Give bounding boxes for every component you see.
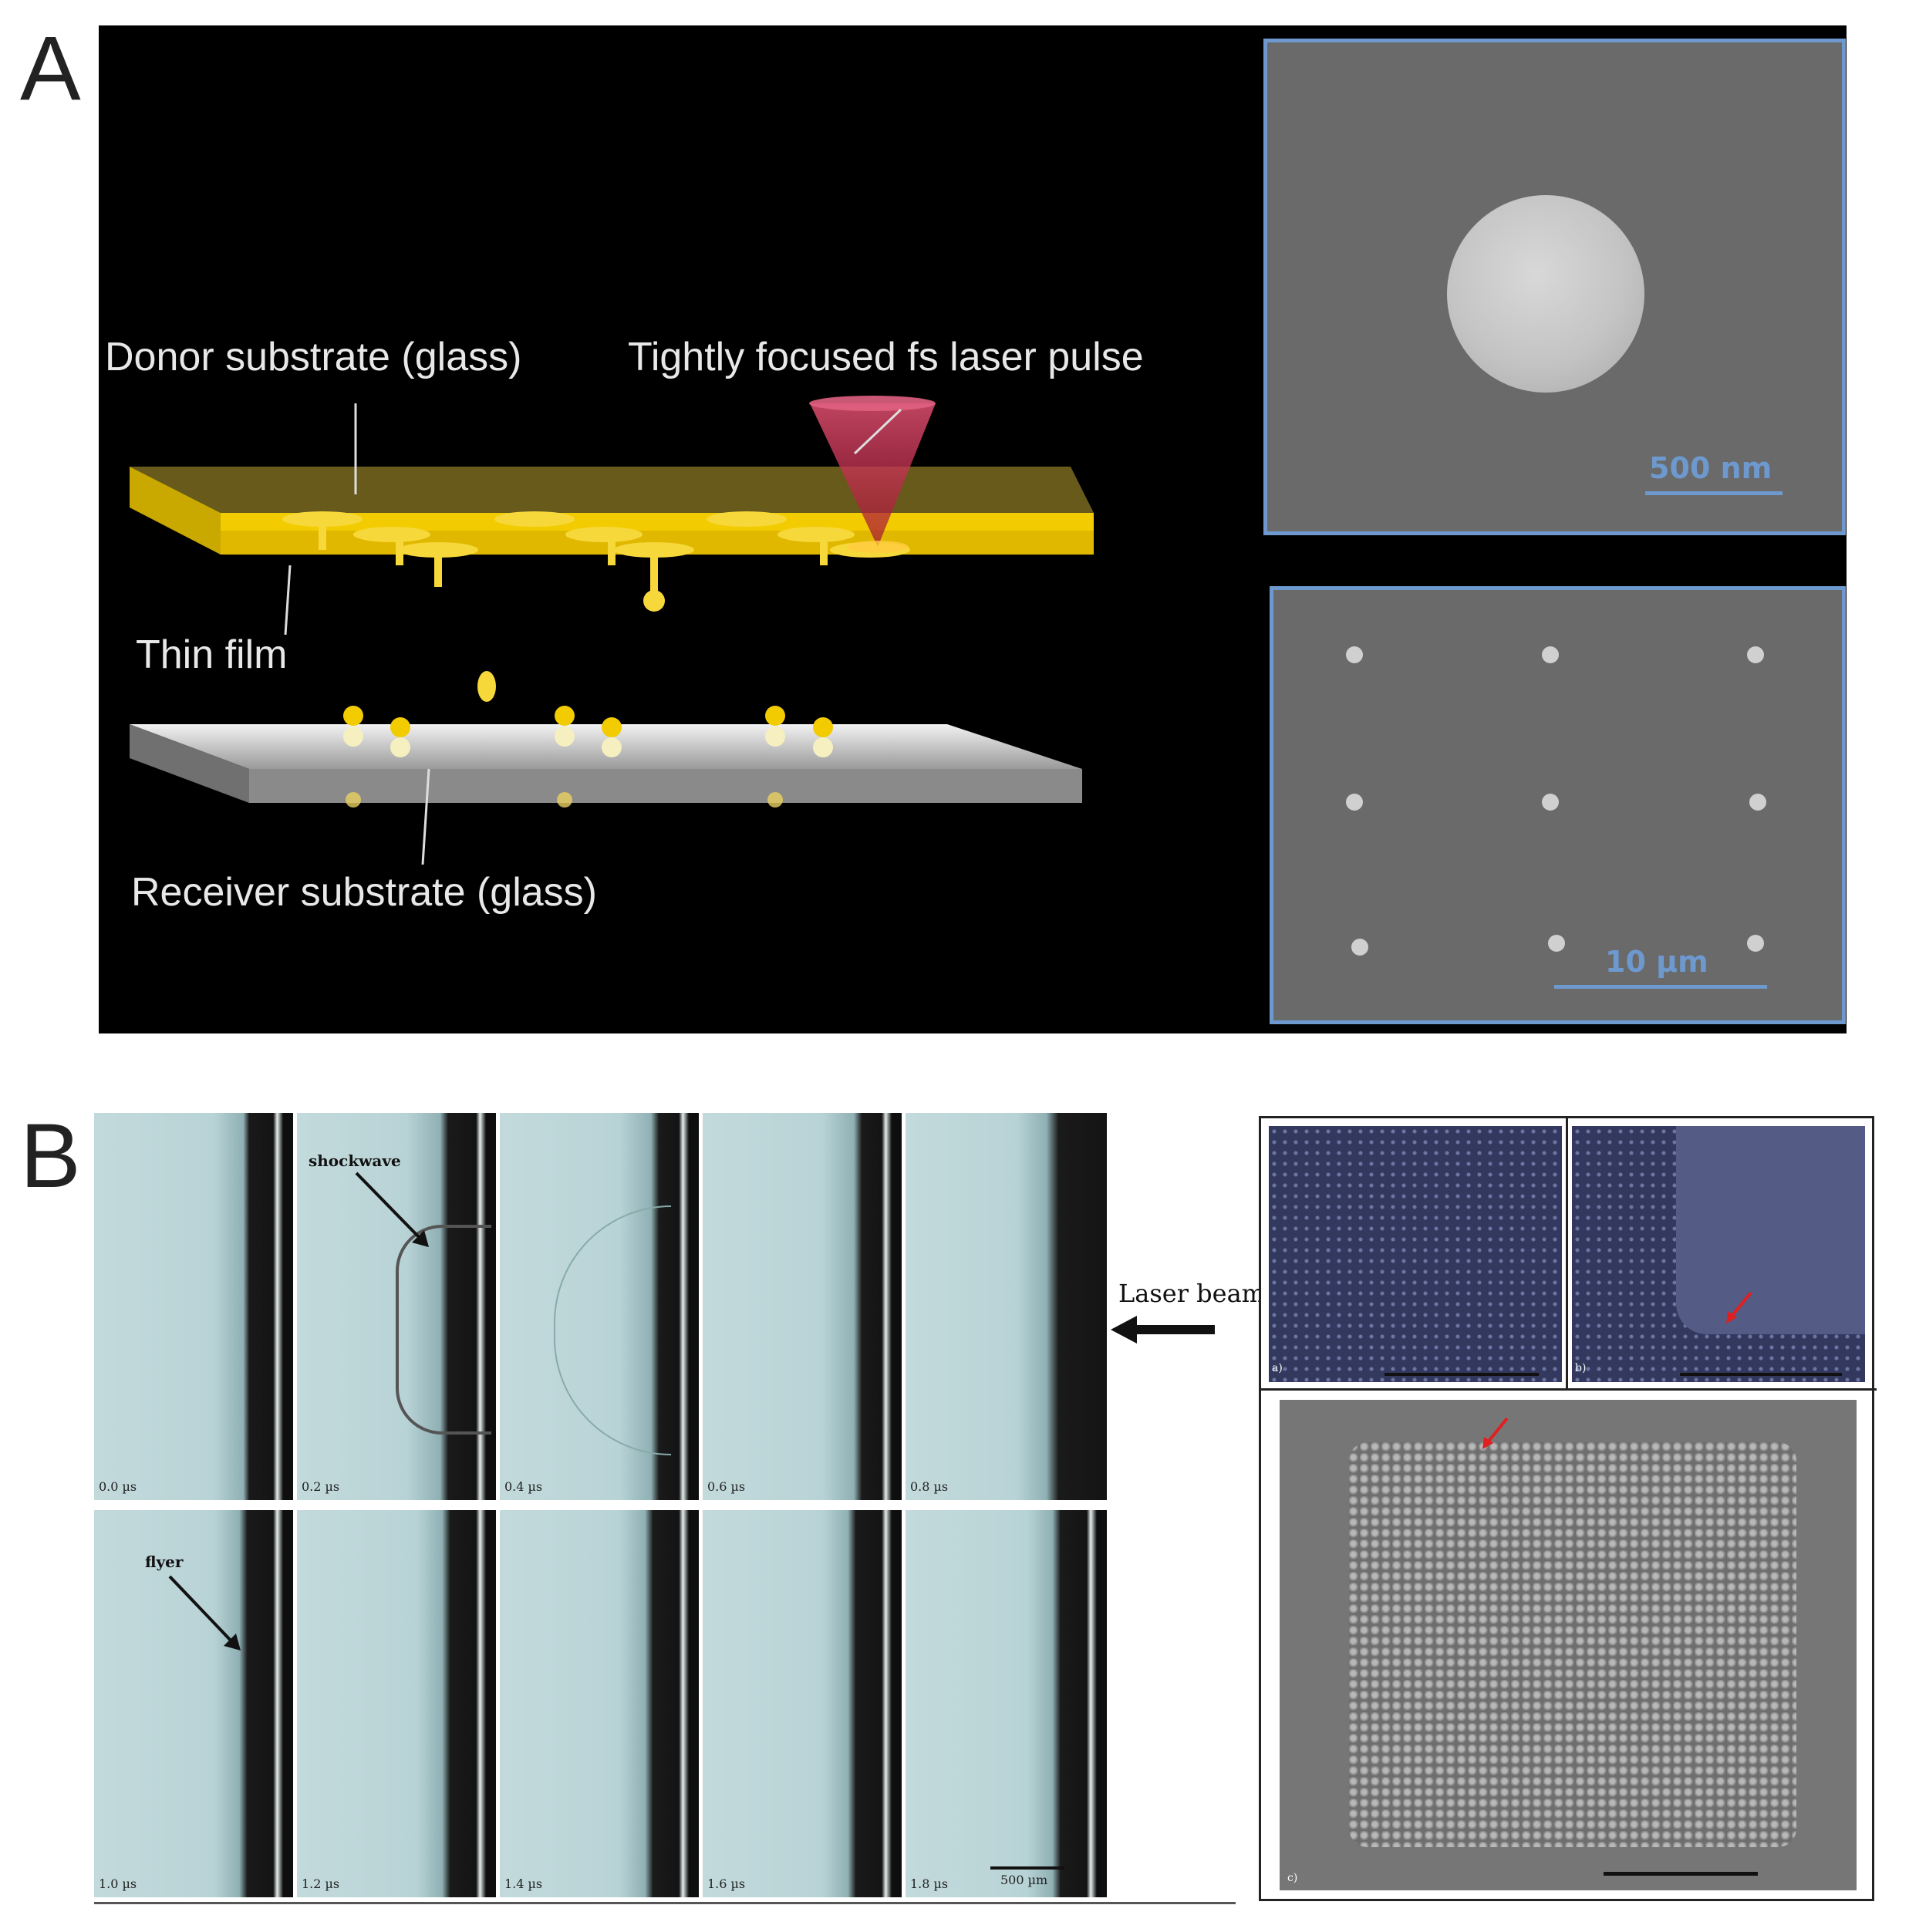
shockwave-arrow: [355, 1172, 429, 1247]
frame: [500, 1113, 699, 1500]
micrograph-divider: [1566, 1118, 1568, 1388]
laser-transfer-schematic: [130, 396, 1094, 865]
sem-deposit-scale-bar: [1604, 1872, 1758, 1876]
leader-lines: [284, 403, 902, 865]
micrograph-row-divider: [1261, 1388, 1877, 1391]
frame: [297, 1113, 496, 1500]
micrograph-a-scale-bar: [1385, 1373, 1539, 1376]
sem-particle-deposit: c): [1280, 1400, 1857, 1890]
scale-bar: [990, 1866, 1064, 1870]
frame: [94, 1113, 293, 1500]
frame-time: 1.6 µs: [707, 1876, 746, 1891]
sem-particle-array: 10 µm: [1270, 586, 1846, 1024]
frame-time: 1.2 µs: [302, 1876, 340, 1891]
sem-bottom-scale-label: 10 µm: [1605, 945, 1708, 979]
receiver-substrate-label: Receiver substrate (glass): [131, 870, 597, 915]
panel-b-letter: B: [20, 1105, 81, 1207]
flyer-arrow: [168, 1575, 241, 1650]
frame: [94, 1510, 293, 1897]
frame-time: 1.0 µs: [99, 1876, 137, 1891]
particle-grid: [1346, 646, 1766, 956]
subpanel-label-b: b): [1575, 1362, 1587, 1374]
shockwave-label: shockwave: [309, 1151, 401, 1170]
frame-time: 0.2 µs: [302, 1479, 340, 1494]
sem-single-particle: 500 nm: [1263, 39, 1846, 535]
sem-top-scale-label: 500 nm: [1649, 451, 1772, 485]
frame-row-2: 1.0 µs 1.2 µs 1.4 µs 1.6 µs 1.8 µs flyer…: [94, 1510, 1107, 1897]
frame-time: 0.8 µs: [910, 1479, 949, 1494]
subpanel-label-a: a): [1272, 1362, 1283, 1374]
laser-beam-label: Laser beam: [1118, 1279, 1265, 1308]
red-arrow-b: [1726, 1291, 1752, 1323]
frame-time: 1.4 µs: [504, 1876, 543, 1891]
micrograph-b: b): [1572, 1126, 1865, 1382]
donor-substrate-label: Donor substrate (glass): [105, 335, 522, 379]
subpanel-label-c: c): [1287, 1872, 1298, 1884]
red-arrow-c: [1482, 1417, 1509, 1449]
panel-b-baseline: [94, 1902, 1236, 1904]
laser-pulse-label: Tightly focused fs laser pulse: [628, 335, 1144, 379]
receiver-substrate: [130, 724, 1082, 803]
film-region: [1676, 1126, 1865, 1334]
frame-time: 0.6 µs: [707, 1479, 746, 1494]
sem-bottom-scale-bar: [1554, 985, 1767, 989]
laser-cone: [809, 396, 936, 553]
micrograph-b-scale-bar: [1680, 1373, 1842, 1376]
frame-time: 0.4 µs: [504, 1479, 543, 1494]
sem-top-scale-bar: [1645, 491, 1783, 495]
laser-beam-arrow: [1111, 1316, 1215, 1344]
micrograph-a: a): [1269, 1126, 1562, 1382]
panel-a-schematic: Donor substrate (glass) Tightly focused …: [99, 25, 1847, 1033]
frame: [906, 1113, 1107, 1500]
frame: [703, 1510, 902, 1897]
sem-particle: [1447, 195, 1644, 393]
shadowgraph-sequence: 0.0 µs 0.2 µs 0.4 µs 0.6 µs 0.8 µs shock…: [94, 1113, 1107, 1897]
shockwave-arc: [396, 1225, 491, 1435]
frame-time: 1.8 µs: [910, 1876, 949, 1891]
frame: [703, 1113, 902, 1500]
frame: [297, 1510, 496, 1897]
thin-film-label: Thin film: [136, 632, 288, 677]
shockwave-arc-faint: [554, 1205, 671, 1455]
thin-film-droplets: [282, 511, 910, 702]
scale-label: 500 µm: [1000, 1873, 1048, 1887]
panel-a-letter: A: [20, 18, 81, 120]
particle-patch: [1349, 1442, 1796, 1847]
frame-time: 0.0 µs: [99, 1479, 137, 1494]
flyer-label: flyer: [145, 1553, 184, 1571]
frame: [500, 1510, 699, 1897]
frame: [906, 1510, 1107, 1897]
frame-row-1: 0.0 µs 0.2 µs 0.4 µs 0.6 µs 0.8 µs shock…: [94, 1113, 1107, 1500]
optical-micrographs: a) b) c): [1259, 1116, 1877, 1901]
deposited-droplets: [343, 706, 833, 808]
